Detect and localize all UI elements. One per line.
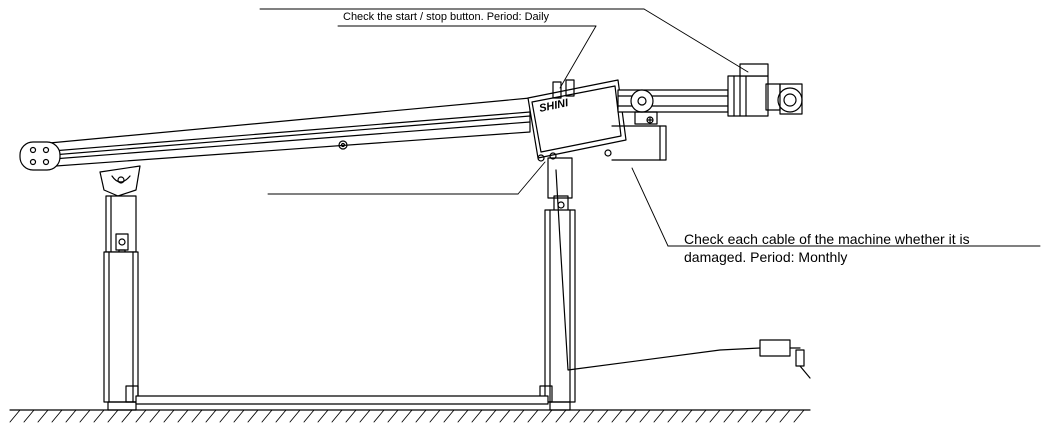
leader-lines xyxy=(259,8,1041,247)
ground-hatch-line xyxy=(275,409,287,423)
ground-hatch-line xyxy=(149,409,161,423)
ground-hatch-line xyxy=(429,409,441,423)
leader-cable-diagonal xyxy=(631,167,669,247)
ground-hatch-line xyxy=(793,409,805,423)
ground-hatch-line xyxy=(401,409,413,423)
ground-hatch-line xyxy=(121,409,133,423)
ground-hatch-line xyxy=(177,409,189,423)
ground-hatch-line xyxy=(247,409,259,423)
ground-hatch-line xyxy=(555,409,567,423)
ground-hatch-line xyxy=(23,409,35,423)
ground-hatch-line xyxy=(303,409,315,423)
ground-hatch-line xyxy=(485,409,497,423)
callout-cable-line-1: Check each cable of the machine whether … xyxy=(684,231,970,247)
ground-hatch-line xyxy=(37,409,49,423)
ground-hatch-line xyxy=(723,409,735,423)
ground-hatch-line xyxy=(345,409,357,423)
ground-hatch-line xyxy=(499,409,511,423)
ground-hatch-line xyxy=(163,409,175,423)
ground-hatch-line xyxy=(65,409,77,423)
leader-motor-diagonal xyxy=(643,8,749,73)
ground-hatch-line xyxy=(639,409,651,423)
ground-hatch-line xyxy=(527,409,539,423)
power-cable xyxy=(555,169,811,379)
ground-hatch-line xyxy=(695,409,707,423)
ground-hatch-line xyxy=(765,409,777,423)
callout-start-stop: Check the start / stop button. Period: D… xyxy=(343,11,550,23)
ground-hatch-line xyxy=(261,409,273,423)
ground-hatch-line xyxy=(205,409,217,423)
drive-rails xyxy=(611,89,729,161)
ground-hatch-line xyxy=(219,409,231,423)
ground xyxy=(9,409,811,423)
ground-hatch-line xyxy=(569,409,581,423)
ground-hatch-line xyxy=(653,409,665,423)
ground-hatch-line xyxy=(415,409,427,423)
ground-hatch-line xyxy=(513,409,525,423)
ground-hatch-line xyxy=(79,409,91,423)
ground-hatch-line xyxy=(471,409,483,423)
ground-hatch-line xyxy=(317,409,329,423)
ground-hatch-line xyxy=(443,409,455,423)
ground-hatch-line xyxy=(751,409,763,423)
left-leg xyxy=(99,165,141,411)
ground-hatch-line xyxy=(107,409,119,423)
callout-cable-check: Check each cable of the machine whether … xyxy=(684,230,1046,266)
ground-hatch-line xyxy=(681,409,693,423)
ground-hatch-line xyxy=(667,409,679,423)
ground-hatch-line xyxy=(135,409,147,423)
ground-hatch-line xyxy=(709,409,721,423)
ground-hatch-line xyxy=(387,409,399,423)
drive-motor xyxy=(727,63,803,117)
ground-hatch-line xyxy=(9,409,21,423)
leader-start-stop-diagonal xyxy=(559,25,597,89)
ground-hatch-line xyxy=(233,409,245,423)
conveyor-frame xyxy=(19,97,531,171)
ground-hatch-line xyxy=(457,409,469,423)
ground-hatch-line xyxy=(331,409,343,423)
ground-hatch-line xyxy=(93,409,105,423)
ground-hatch-line xyxy=(359,409,371,423)
ground-hatch-line xyxy=(611,409,623,423)
ground-hatch-line xyxy=(779,409,791,423)
base-rail xyxy=(135,395,549,405)
ground-hatch-line xyxy=(191,409,203,423)
ground-hatch-line xyxy=(737,409,749,423)
ground-hatch-line xyxy=(583,409,595,423)
ground-hatch-line xyxy=(541,409,553,423)
callout-cable-line-2: damaged. Period: Monthly xyxy=(684,249,848,265)
ground-hatch-line xyxy=(373,409,385,423)
ground-hatch-line xyxy=(51,409,63,423)
leader-control-box-diagonal xyxy=(517,161,546,195)
ground-hatch-line xyxy=(597,409,609,423)
control-box xyxy=(527,79,627,162)
ground-hatch-line xyxy=(289,409,301,423)
ground-hatch-line xyxy=(625,409,637,423)
